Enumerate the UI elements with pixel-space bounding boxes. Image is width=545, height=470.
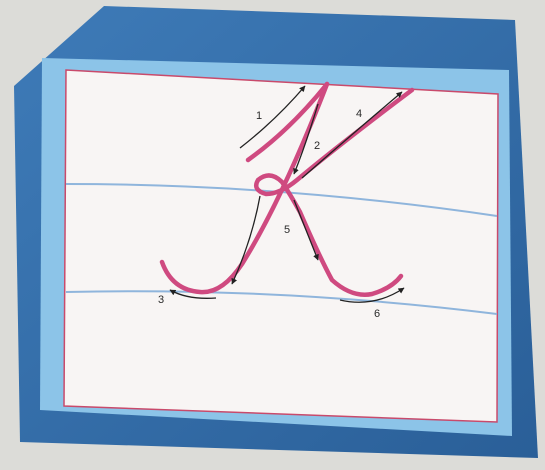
stroke-number-3: 3 — [158, 294, 164, 306]
stroke-number-2: 2 — [314, 140, 320, 152]
stroke-number-1: 1 — [256, 110, 262, 122]
stroke-number-4: 4 — [356, 108, 362, 120]
stroke-number-6: 6 — [374, 308, 380, 320]
stroke-number-5: 5 — [284, 224, 290, 236]
writing-board — [64, 70, 498, 422]
